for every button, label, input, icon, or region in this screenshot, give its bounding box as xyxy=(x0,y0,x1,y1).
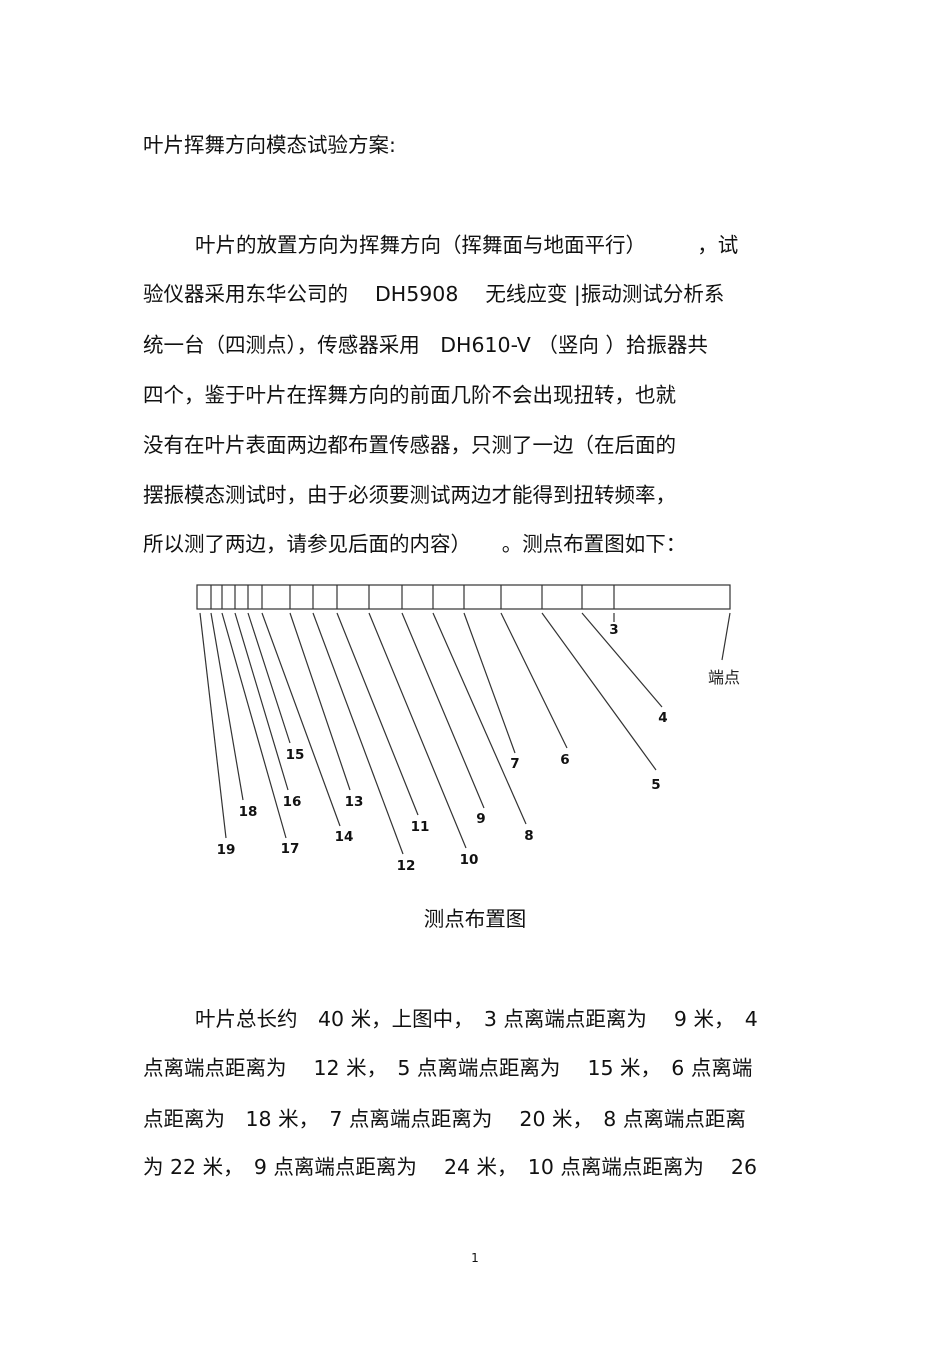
leader-line xyxy=(368,612,467,849)
page-title: 叶片挥舞方向模态试验方案: xyxy=(143,133,396,157)
leader-line xyxy=(463,612,516,754)
paragraph-1-line: 没有在叶片表面两边都布置传感器，只测了一边（在后面的 xyxy=(143,433,676,457)
paragraph-1-line: 摆振模态测试时，由于必须要测试两边才能得到扭转频率， xyxy=(143,483,676,507)
paragraph-2-line: 点距离为 18 米， 7 点离端点距离为 20 米， 8 点离端点距离 xyxy=(143,1107,746,1131)
leader-line xyxy=(199,612,227,839)
paragraph-1-line: 四个，鉴于叶片在挥舞方向的前面几阶不会出现扭转，也就 xyxy=(143,383,676,407)
leader-line xyxy=(581,612,663,708)
point-label-16: 16 xyxy=(283,794,302,810)
point-label-9: 9 xyxy=(476,811,485,827)
point-label-8: 8 xyxy=(524,828,533,844)
leader-line xyxy=(312,612,404,855)
leader-line xyxy=(210,612,244,801)
leader-line xyxy=(541,612,657,771)
point-label-17: 17 xyxy=(281,841,300,857)
paragraph-1-line: 统一台（四测点），传感器采用 DH610-V （竖向 ）拾振器共 xyxy=(143,333,708,357)
leader-line xyxy=(261,612,341,827)
measurement-point-diagram: 19 18 17 16 15 14 13 12 11 10 9 8 7 6 5 … xyxy=(196,584,740,874)
leader-line xyxy=(221,612,287,839)
point-label-18: 18 xyxy=(239,804,258,820)
paragraph-1-line: 叶片的放置方向为挥舞方向（挥舞面与地面平行） ，试 xyxy=(195,233,739,257)
point-label-11: 11 xyxy=(411,819,430,835)
point-label-7: 7 xyxy=(510,756,519,772)
point-label-6: 6 xyxy=(560,752,569,768)
point-label-5: 5 xyxy=(651,777,660,793)
leader-line xyxy=(247,612,291,744)
paragraph-2-line: 点离端点距离为 12 米， 5 点离端点距离为 15 米， 6 点离端 xyxy=(143,1056,753,1080)
leader-line xyxy=(234,612,289,791)
point-label-14: 14 xyxy=(335,829,354,845)
leader-line xyxy=(401,612,485,809)
point-label-10: 10 xyxy=(460,852,479,868)
page-number: 1 xyxy=(471,1251,479,1265)
point-label-15: 15 xyxy=(286,747,305,763)
leader-line xyxy=(336,612,419,816)
leader-line xyxy=(721,612,731,661)
end-point-label: 端点 xyxy=(708,668,740,687)
point-label-19: 19 xyxy=(217,842,236,858)
paragraph-1-line: 验仪器采用东华公司的 DH5908 无线应变 |振动测试分析系 xyxy=(143,282,725,306)
diagram-caption: 测点布置图 xyxy=(423,907,527,931)
point-label-13: 13 xyxy=(345,794,364,810)
paragraph-2-line: 为 22 米， 9 点离端点距离为 24 米， 10 点离端点距离为 26 xyxy=(143,1155,757,1179)
leader-line xyxy=(289,612,351,791)
leader-line xyxy=(500,612,568,749)
paragraph-2-line: 叶片总长约 40 米，上图中， 3 点离端点距离为 9 米， 4 xyxy=(195,1007,758,1031)
paragraph-1-line: 所以测了两边，请参见后面的内容） 。测点布置图如下： xyxy=(143,532,687,556)
leader-line xyxy=(432,612,527,825)
point-label-12: 12 xyxy=(397,858,416,874)
point-label-4: 4 xyxy=(658,710,667,726)
point-label-3: 3 xyxy=(609,622,618,638)
